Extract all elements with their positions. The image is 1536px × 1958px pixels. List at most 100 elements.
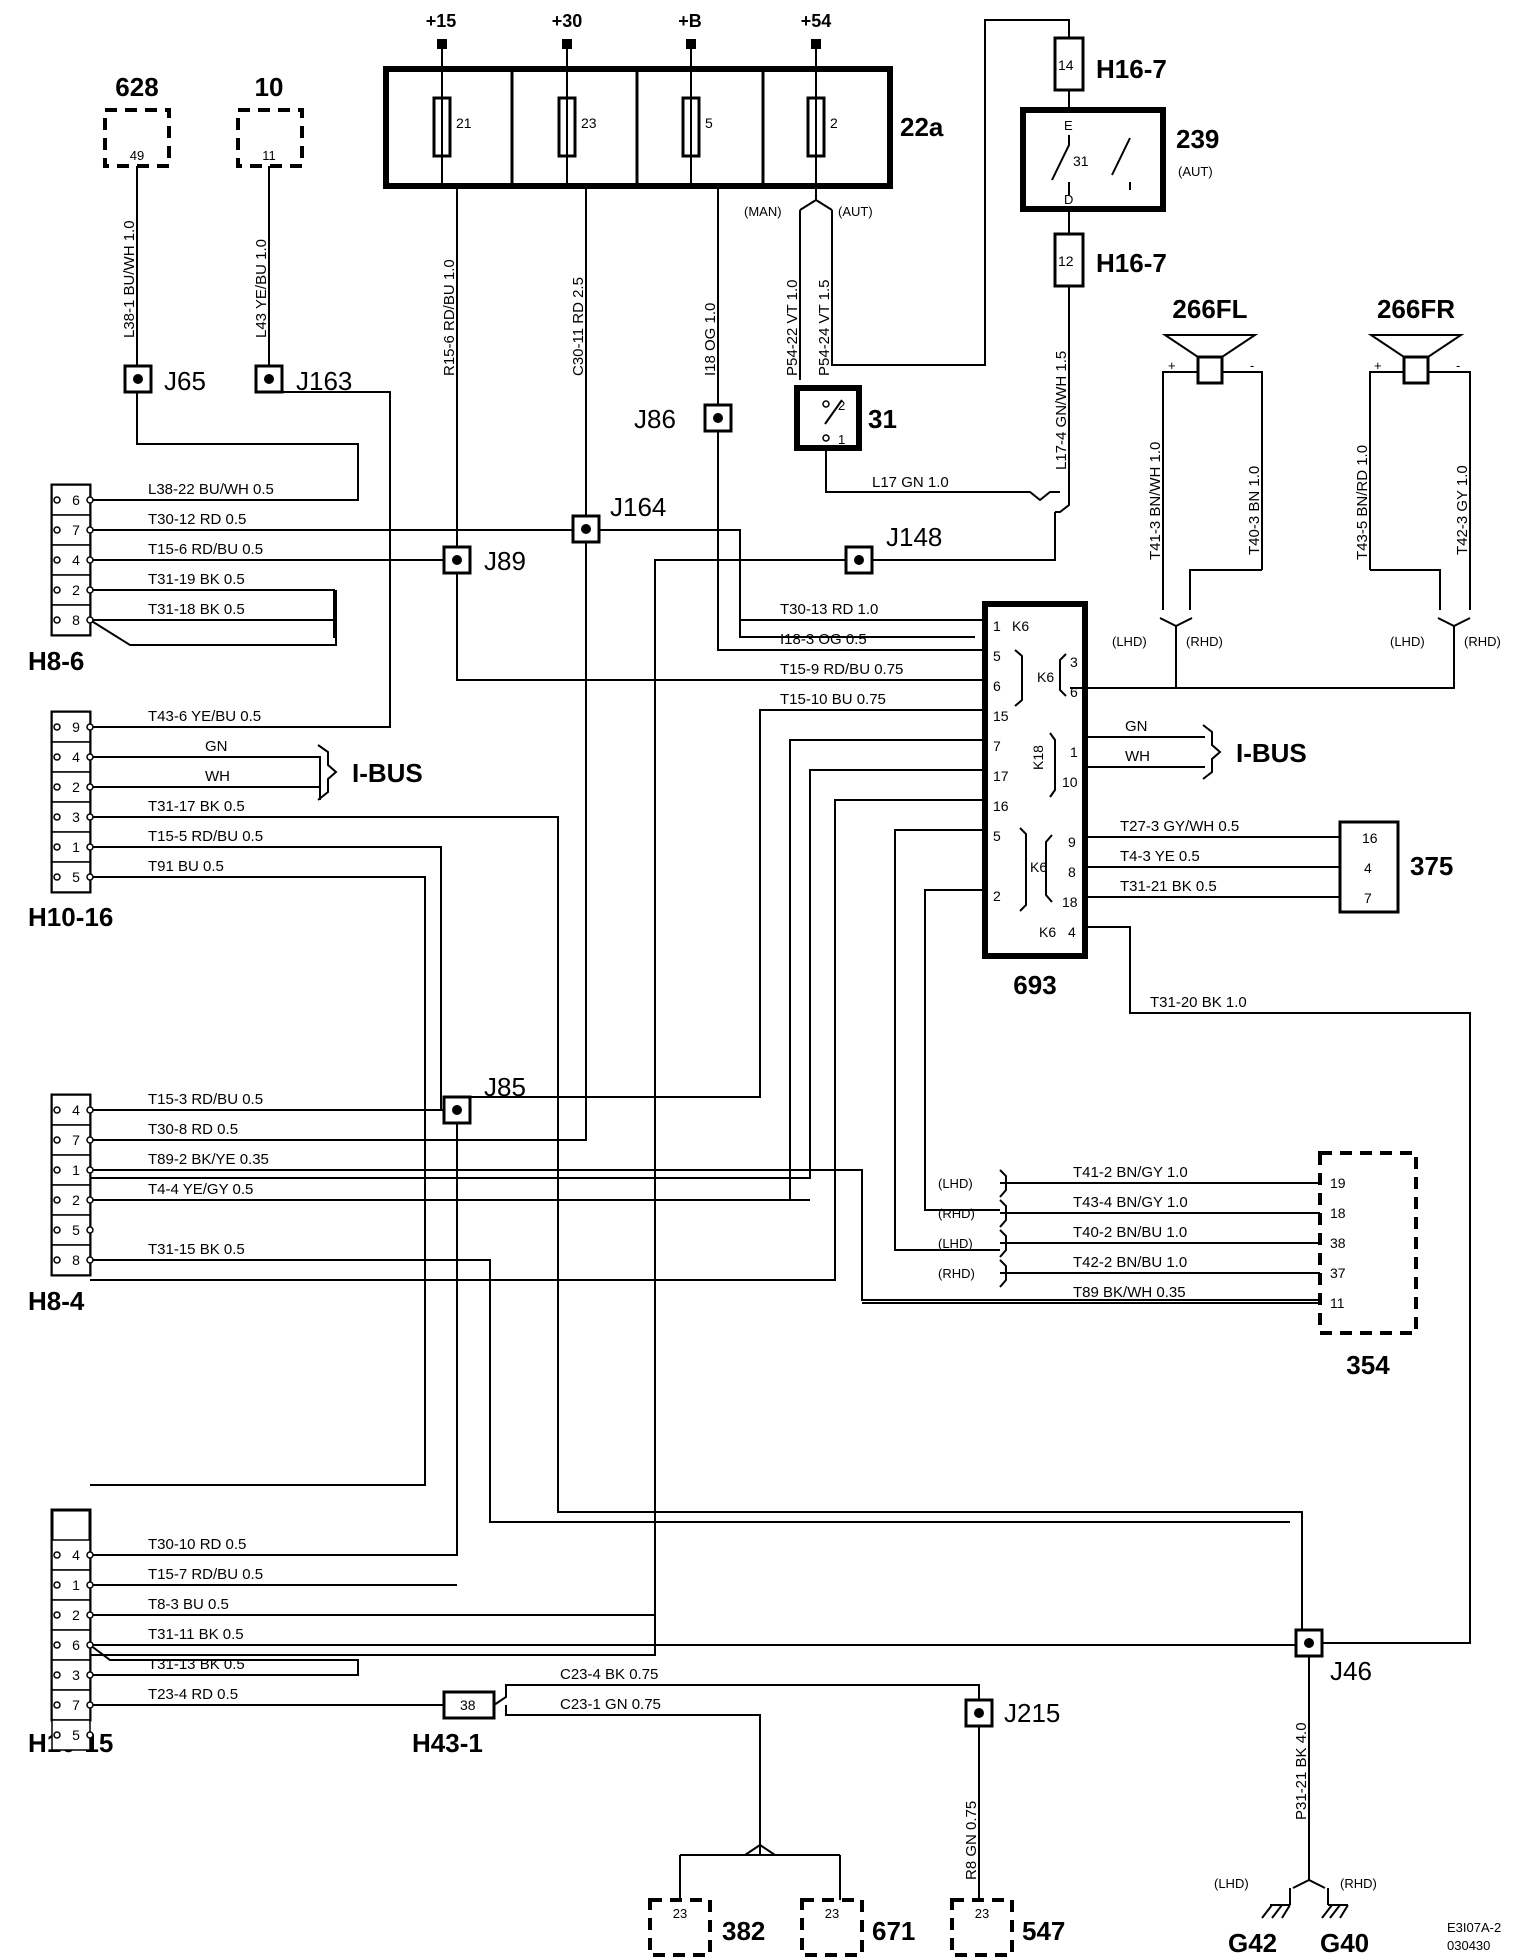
switch-31-id: 31 xyxy=(868,404,897,434)
svg-text:23: 23 xyxy=(825,1906,839,1921)
svg-text:2: 2 xyxy=(838,398,845,413)
wire-l17-4: L17-4 GN/WH 1.5 xyxy=(1053,351,1070,470)
svg-text:(LHD): (LHD) xyxy=(938,1176,973,1191)
grounds: P31-21 BK 4.0 (LHD) (RHD) G42 G40 E3I07A… xyxy=(1214,1656,1501,1958)
svg-text:K6: K6 xyxy=(1037,669,1054,685)
fuse-aut-label: (AUT) xyxy=(838,204,873,219)
speaker-266fl: 266FL + - T41-3 BN/WH 1.0 T40-3 BN 1.0 xyxy=(1147,294,1263,610)
pin-number: 9 xyxy=(72,719,80,735)
svg-text:T8-3 BU 0.5: T8-3 BU 0.5 xyxy=(148,1596,229,1613)
svg-text:23: 23 xyxy=(673,1906,687,1921)
pin-socket xyxy=(53,1106,61,1114)
fuse-outputs: R15-6 RD/BU 1.0 C30-11 RD 2.5 I18 OG 1.0… xyxy=(441,186,872,547)
speaker-selectors: (LHD) (RHD) (LHD) (RHD) xyxy=(1070,569,1501,689)
component-671: 671 xyxy=(872,1916,915,1946)
fuse-21: 21 xyxy=(456,115,472,131)
svg-text:266FR: 266FR xyxy=(1377,294,1455,324)
svg-text:T43-6 YE/BU 0.5: T43-6 YE/BU 0.5 xyxy=(148,708,261,725)
svg-text:T15-9 RD/BU 0.75: T15-9 RD/BU 0.75 xyxy=(780,661,903,678)
wire-l38-1: L38-1 BU/WH 1.0 xyxy=(121,220,138,338)
svg-text:T23-4 RD 0.5: T23-4 RD 0.5 xyxy=(148,1686,238,1703)
component-547: 547 xyxy=(1022,1916,1065,1946)
pin-socket xyxy=(53,723,61,731)
pin-socket xyxy=(86,723,94,731)
pin-socket xyxy=(53,1256,61,1264)
svg-text:T4-3 YE 0.5: T4-3 YE 0.5 xyxy=(1120,848,1200,865)
junction-j65: J65 xyxy=(123,364,206,396)
pin-number: 2 xyxy=(72,1192,80,1208)
svg-text:T41-2 BN/GY 1.0: T41-2 BN/GY 1.0 xyxy=(1073,1164,1188,1181)
pin-socket xyxy=(86,586,94,594)
svg-text:4: 4 xyxy=(1068,924,1076,940)
component-382: 382 xyxy=(722,1916,765,1946)
svg-text:T15-6 RD/BU 0.5: T15-6 RD/BU 0.5 xyxy=(148,541,263,558)
speaker-266fr: 266FR + - T43-5 BN/RD 1.0 T42-3 GY 1.0 xyxy=(1354,294,1471,610)
junction-j46: J46 xyxy=(1294,1628,1372,1686)
pin-socket xyxy=(53,496,61,504)
svg-text:T15-10 BU 0.75: T15-10 BU 0.75 xyxy=(780,691,886,708)
svg-text:H8-6: H8-6 xyxy=(28,646,84,676)
svg-text:18: 18 xyxy=(1062,894,1078,910)
pin-number: 1 xyxy=(72,1162,80,1178)
pin-socket xyxy=(86,843,94,851)
svg-text:15: 15 xyxy=(993,708,1009,724)
svg-text:T31-21 BK 0.5: T31-21 BK 0.5 xyxy=(1120,878,1217,895)
pin-number: 6 xyxy=(72,492,80,508)
svg-text:J65: J65 xyxy=(164,366,206,396)
svg-text:9: 9 xyxy=(1068,834,1076,850)
connector-375: 16 4 7 375 xyxy=(1338,820,1453,914)
pin-number: 4 xyxy=(72,1102,80,1118)
pin-number: 6 xyxy=(72,1637,80,1653)
svg-text:GN: GN xyxy=(1125,718,1148,735)
svg-text:38: 38 xyxy=(460,1697,476,1713)
svg-text:J148: J148 xyxy=(886,522,942,552)
svg-text:T30-12 RD 0.5: T30-12 RD 0.5 xyxy=(148,511,246,528)
svg-text:T30-8 RD 0.5: T30-8 RD 0.5 xyxy=(148,1121,238,1138)
svg-text:T31-17 BK 0.5: T31-17 BK 0.5 xyxy=(148,798,245,815)
svg-text:23: 23 xyxy=(975,1906,989,1921)
svg-text:T91 BU 0.5: T91 BU 0.5 xyxy=(148,858,224,875)
junction-j89: J89 xyxy=(442,545,526,576)
pin-socket xyxy=(53,1551,61,1559)
wire-p31-21: P31-21 BK 4.0 xyxy=(1293,1722,1310,1820)
svg-text:693: 693 xyxy=(1013,970,1056,1000)
wire-t43-5: T43-5 BN/RD 1.0 xyxy=(1354,445,1371,560)
svg-text:37: 37 xyxy=(1330,1265,1346,1281)
svg-text:(LHD): (LHD) xyxy=(1112,634,1147,649)
svg-text:T43-4 BN/GY 1.0: T43-4 BN/GY 1.0 xyxy=(1073,1194,1188,1211)
svg-text:K6: K6 xyxy=(1030,859,1047,875)
pin-socket xyxy=(53,1136,61,1144)
pin-socket xyxy=(53,1581,61,1589)
switch-239-pin-d: D xyxy=(1064,192,1073,207)
wire-p54-24: P54-24 VT 1.5 xyxy=(816,280,833,376)
svg-text:T42-2 BN/BU 1.0: T42-2 BN/BU 1.0 xyxy=(1073,1254,1187,1271)
pin-socket xyxy=(86,1701,94,1709)
pin-socket xyxy=(86,1226,94,1234)
svg-text:T30-10 RD 0.5: T30-10 RD 0.5 xyxy=(148,1536,246,1553)
terminal-p54: +54 xyxy=(801,11,832,31)
component-10-pin: 11 xyxy=(262,148,276,163)
pin-number: 8 xyxy=(72,612,80,628)
fuse-23: 23 xyxy=(581,115,597,131)
svg-text:T40-2 BN/BU 1.0: T40-2 BN/BU 1.0 xyxy=(1073,1224,1187,1241)
wire-l43: L43 YE/BU 1.0 xyxy=(253,239,270,338)
svg-text:10: 10 xyxy=(1062,774,1078,790)
pin-number: 3 xyxy=(72,1667,80,1683)
pin-socket xyxy=(53,1641,61,1649)
svg-text:17: 17 xyxy=(993,768,1009,784)
svg-text:1: 1 xyxy=(838,432,845,447)
fuse-man-label: (MAN) xyxy=(744,204,782,219)
pin-number: 5 xyxy=(72,869,80,885)
pin-socket xyxy=(53,1611,61,1619)
svg-text:2: 2 xyxy=(993,888,1001,904)
wire-t42-3: T42-3 GY 1.0 xyxy=(1454,465,1471,555)
wire-l17: L17 GN 1.0 xyxy=(872,474,949,491)
pin-number: 8 xyxy=(72,1252,80,1268)
svg-text:266FL: 266FL xyxy=(1172,294,1247,324)
h16-7-label-bottom: H16-7 xyxy=(1096,248,1167,278)
ground-g42: G42 xyxy=(1228,1928,1277,1958)
svg-text:+: + xyxy=(1374,358,1382,373)
svg-text:T31-20 BK 1.0: T31-20 BK 1.0 xyxy=(1150,994,1247,1011)
pin-socket xyxy=(86,496,94,504)
pin-socket xyxy=(53,616,61,624)
